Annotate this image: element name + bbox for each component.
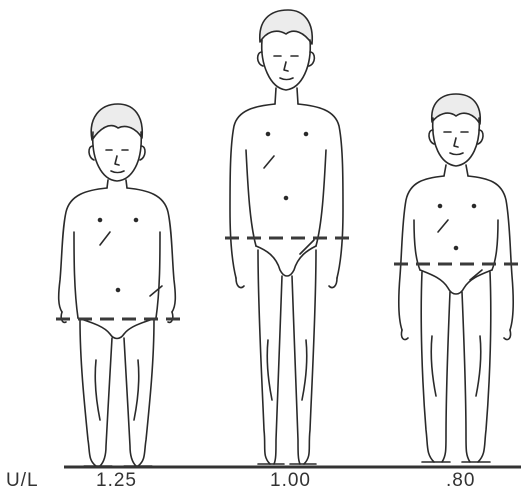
ratio-label-1: 1.25 — [96, 470, 137, 492]
ratio-label-3: .80 — [446, 470, 475, 492]
axis-label: U/L — [6, 470, 39, 492]
ratio-label-2: 1.00 — [270, 470, 311, 492]
child-figure-stocky — [399, 94, 514, 462]
child-figure-young — [59, 104, 176, 466]
